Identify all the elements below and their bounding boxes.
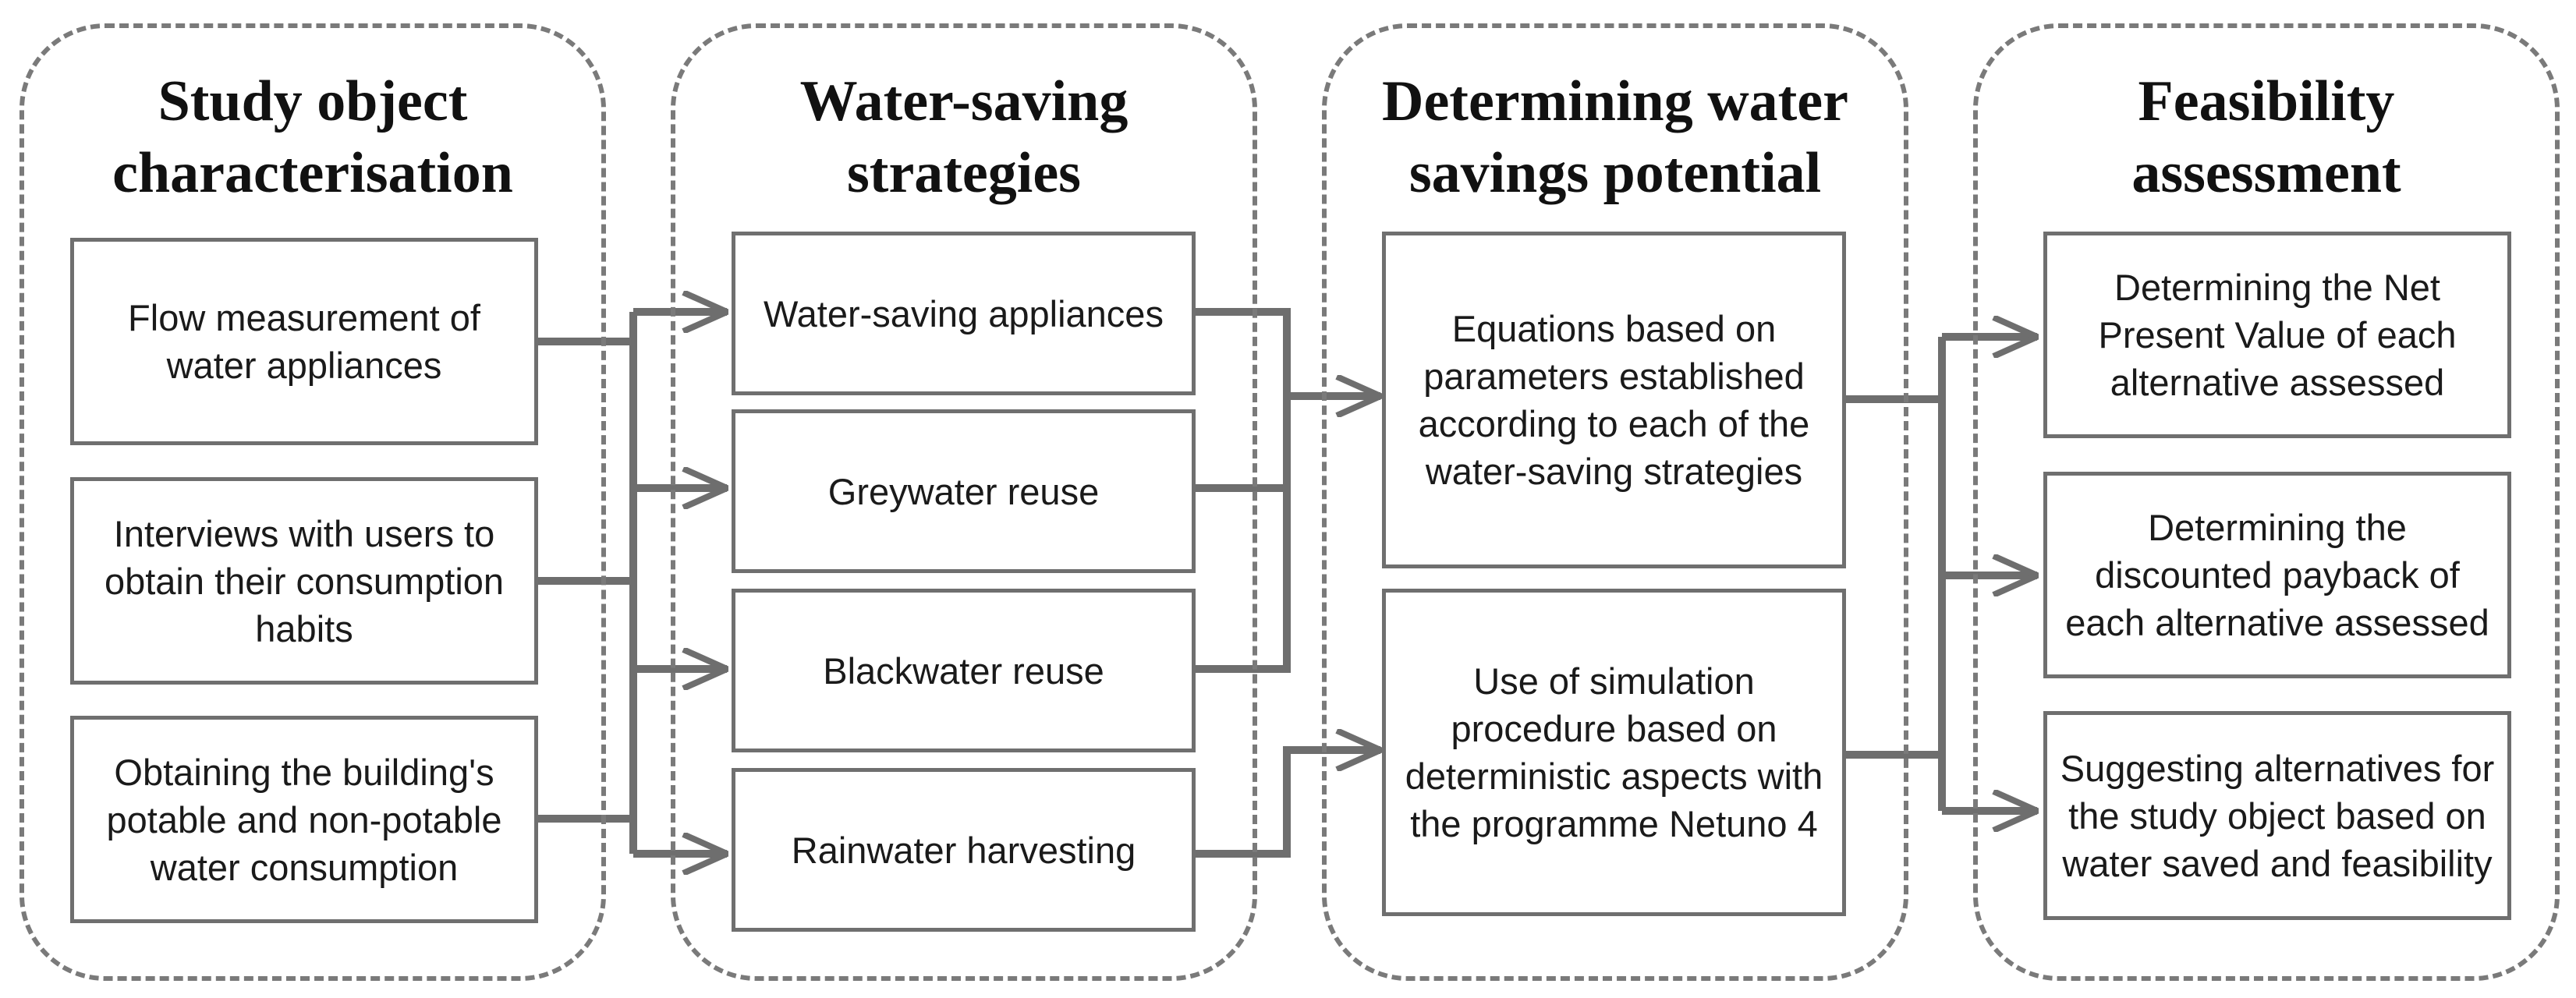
box-greywater-reuse: Greywater reuse (732, 409, 1196, 573)
box-net-present-value: Determining the Net Present Value of eac… (2043, 232, 2511, 438)
arrow-to-simulation (1196, 750, 1380, 858)
column-title: Determining water savings potential (1382, 69, 1848, 205)
column-title: Feasibility assessment (2131, 69, 2401, 205)
box-suggesting-alternatives: Suggesting alternatives for the study ob… (2043, 711, 2511, 920)
box-flow-measurement: Flow measurement of water appliances (70, 238, 538, 445)
column-feasibility-assessment: Feasibility assessment (1973, 23, 2560, 981)
box-simulation-netuno: Use of simulation procedure based on det… (1382, 589, 1846, 916)
box-blackwater-reuse: Blackwater reuse (732, 589, 1196, 752)
column-title: Study object characterisation (112, 69, 513, 205)
box-water-saving-appliances: Water-saving appliances (732, 232, 1196, 395)
box-building-consumption: Obtaining the building's potable and non… (70, 716, 538, 923)
box-interviews: Interviews with users to obtain their co… (70, 477, 538, 685)
box-rainwater-harvesting: Rainwater harvesting (732, 768, 1196, 932)
column-water-saving-strategies: Water-saving strategies (671, 23, 1257, 981)
box-discounted-payback: Determining the discounted payback of ea… (2043, 472, 2511, 678)
column-water-savings-potential: Determining water savings potential (1322, 23, 1908, 981)
column-title: Water-saving strategies (799, 69, 1129, 205)
column-study-object: Study object characterisation (19, 23, 606, 981)
box-equations: Equations based on parameters establishe… (1382, 232, 1846, 568)
connector-collect-strategies (1196, 308, 1291, 673)
